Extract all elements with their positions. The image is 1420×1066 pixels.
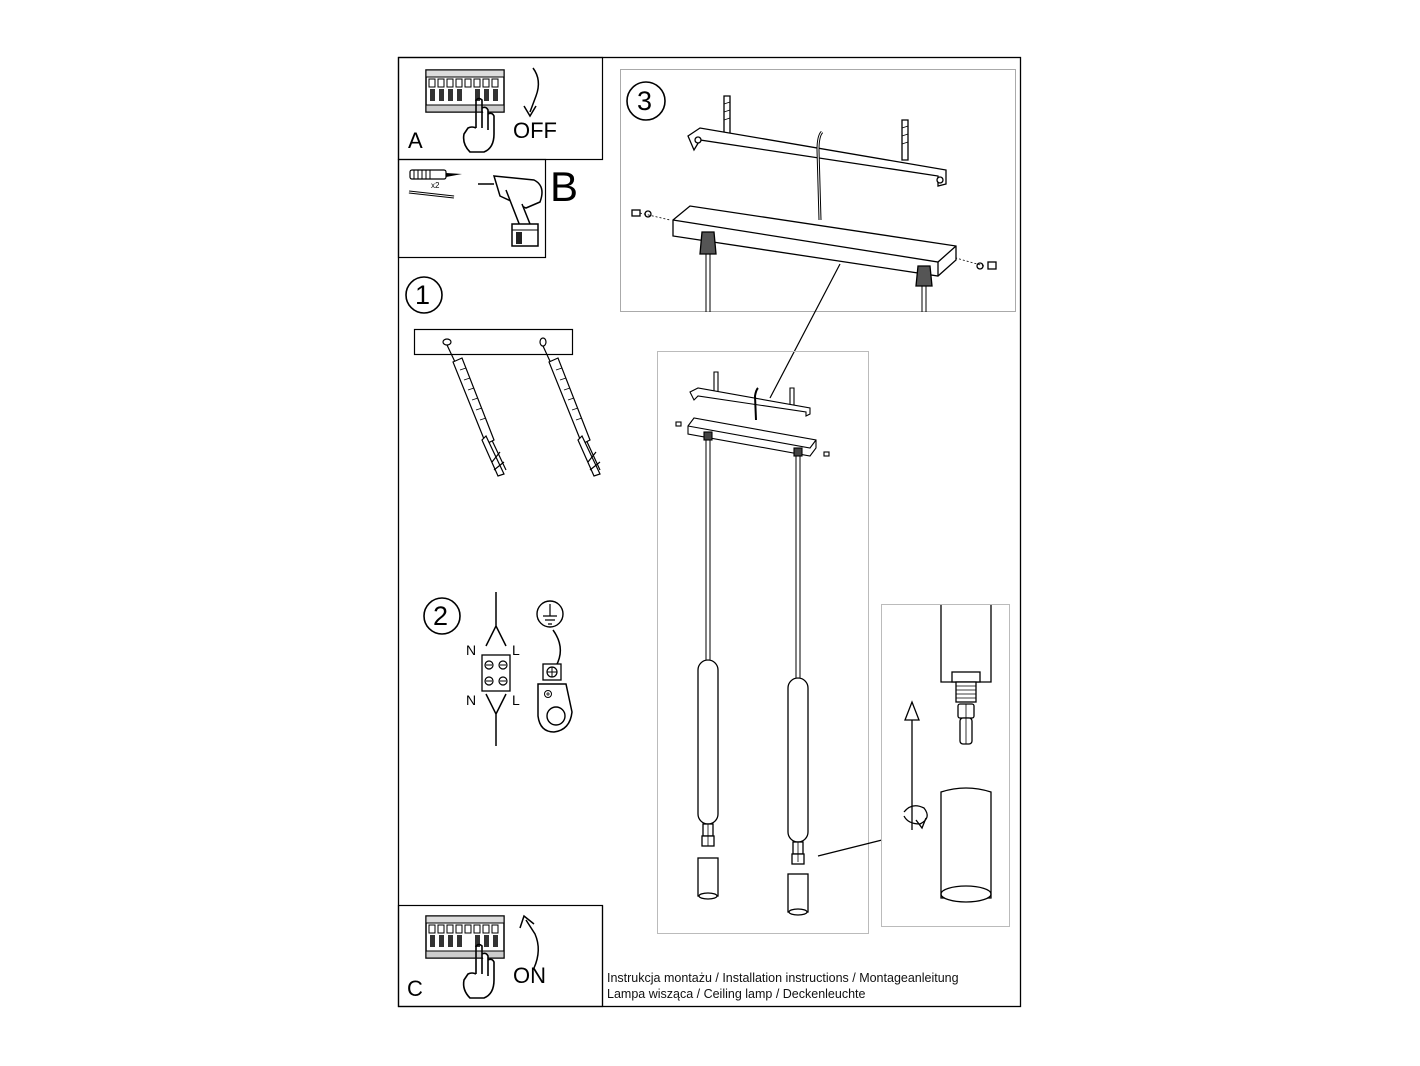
neutral-top-label: N (466, 642, 477, 658)
wall-plug-icon (408, 169, 462, 199)
panel-c-letter: C (407, 976, 423, 1001)
neutral-bottom-label: N (466, 692, 477, 708)
earth-ground-icon (536, 600, 573, 733)
step-two-number: 2 (433, 601, 449, 631)
dowel-quantity: x2 (431, 181, 440, 190)
panel-a-action: OFF (513, 118, 557, 143)
live-bottom-label: L (512, 692, 520, 708)
caption-line-1: Instrukcja montażu / Installation instru… (607, 971, 959, 985)
drill-icon (478, 175, 543, 247)
panel-c-action: ON (513, 963, 546, 988)
live-top-label: L (512, 642, 520, 658)
panel-a-letter: A (408, 128, 423, 153)
caption-line-2: Lampa wisząca / Ceiling lamp / Deckenleu… (607, 987, 866, 1001)
step-one-number: 1 (415, 280, 431, 310)
panel-b-letter: B (550, 163, 579, 210)
step-three-number: 3 (637, 86, 653, 116)
